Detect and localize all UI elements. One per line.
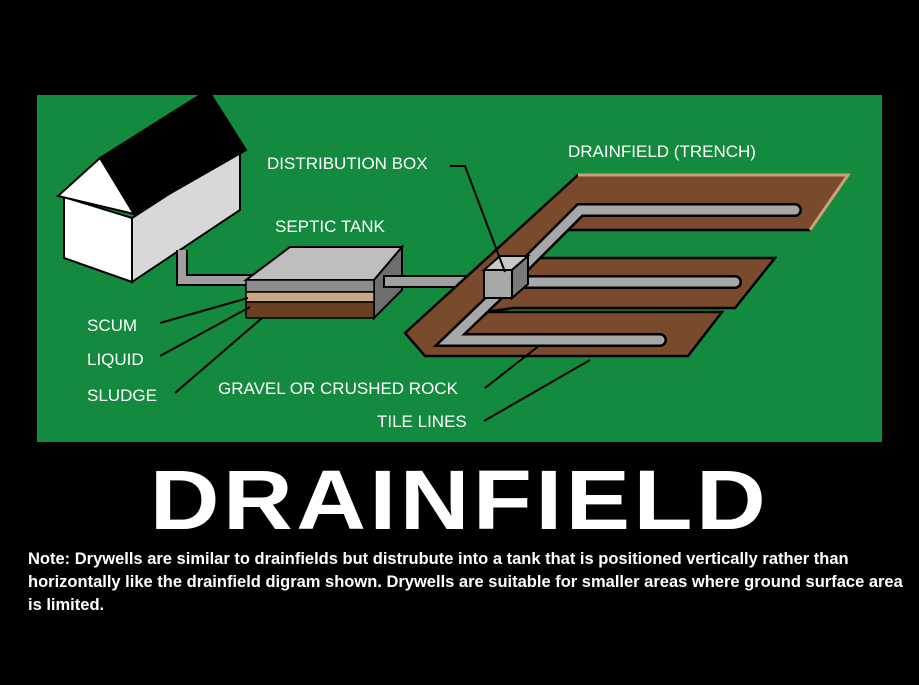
septic-tank-label: SEPTIC TANK <box>275 217 385 236</box>
tile-lines-label: TILE LINES <box>377 412 467 431</box>
leader-lines <box>159 165 591 422</box>
scum-layer <box>245 279 375 293</box>
liquid-leader <box>159 306 251 357</box>
sludge-leader <box>174 317 263 394</box>
distribution-box <box>481 253 531 301</box>
drainfield-trench-label: DRAINFIELD (TRENCH) <box>568 142 756 161</box>
liquid-layer <box>245 291 375 303</box>
septic-tank <box>243 244 405 321</box>
sludge-label: SLUDGE <box>87 386 157 405</box>
scum-label: SCUM <box>87 316 138 335</box>
sludge-layer <box>245 301 375 319</box>
distribution-box-label: DISTRIBUTION BOX <box>267 154 428 173</box>
tile-lines-leader <box>483 359 591 422</box>
house-icon <box>55 88 248 284</box>
distribution-box-leader <box>450 165 506 273</box>
gravel-label: GRAVEL OR CRUSHED ROCK <box>218 379 458 398</box>
gravel-leader <box>484 344 541 389</box>
note-text: Note: Drywells are similar to drainfield… <box>28 550 903 614</box>
drainfield-trenches <box>403 173 851 358</box>
house-outlet-pipe <box>176 250 252 286</box>
page-title: DRAINFIELD <box>149 453 770 547</box>
scum-leader <box>159 297 249 324</box>
liquid-label: LIQUID <box>87 350 144 369</box>
